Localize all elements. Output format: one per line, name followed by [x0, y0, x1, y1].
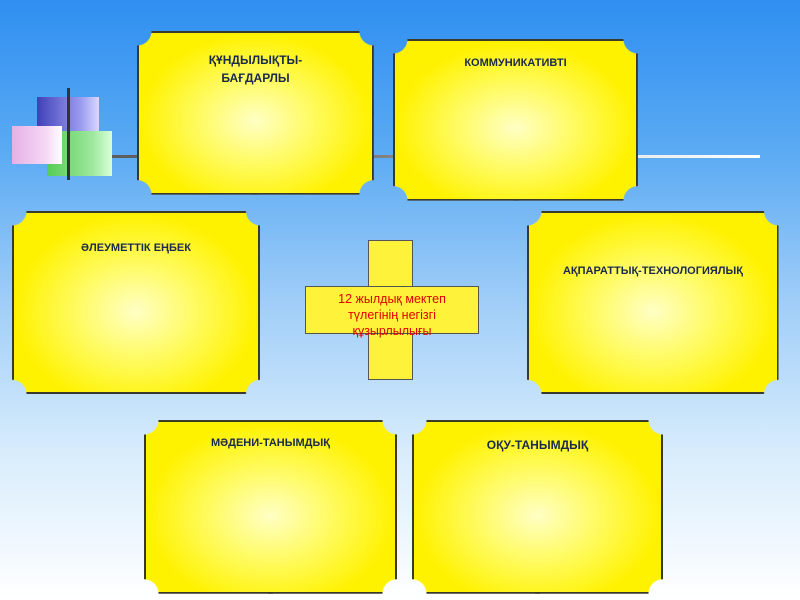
decorative-vertical-line [67, 88, 70, 180]
card-information-technology: АҚПАРАТТЫҚ-ТЕХНОЛОГИЯЛЫҚ [527, 211, 779, 394]
card-social-labor: ӘЛЕУМЕТТІК ЕҢБЕК [12, 211, 260, 394]
decorative-pink-square [12, 126, 62, 164]
card-title-information-technology: АҚПАРАТТЫҚ-ТЕХНОЛОГИЯЛЫҚ [529, 263, 777, 279]
card-communicative: КОММУНИКАТИВТІ [393, 39, 638, 201]
center-label-line-2: түлегінің негізгі [300, 307, 484, 323]
card-title-line-1: ҚҰНДЫЛЫҚТЫ- [139, 51, 372, 69]
center-label-line-3: құзырлылығы [300, 323, 484, 339]
card-cultural-cognitive: МӘДЕНИ-ТАНЫМДЫҚ [144, 420, 397, 594]
card-title-line-2: БАҒДАРЛЫ [139, 69, 372, 87]
center-label-line-1: 12 жылдық мектеп [300, 291, 484, 307]
card-title-social-labor: ӘЛЕУМЕТТІК ЕҢБЕК [14, 240, 258, 256]
card-title-communicative: КОММУНИКАТИВТІ [395, 55, 636, 71]
card-value-oriented: ҚҰНДЫЛЫҚТЫ- БАҒДАРЛЫ [137, 31, 374, 195]
center-label: 12 жылдық мектеп түлегінің негізгі құзыр… [300, 291, 484, 339]
card-title-value-oriented: ҚҰНДЫЛЫҚТЫ- БАҒДАРЛЫ [139, 51, 372, 87]
card-educational-cognitive: ОҚУ-ТАНЫМДЫҚ [412, 420, 663, 594]
card-title-educational-cognitive: ОҚУ-ТАНЫМДЫҚ [414, 436, 661, 454]
card-title-cultural-cognitive: МӘДЕНИ-ТАНЫМДЫҚ [146, 435, 395, 451]
